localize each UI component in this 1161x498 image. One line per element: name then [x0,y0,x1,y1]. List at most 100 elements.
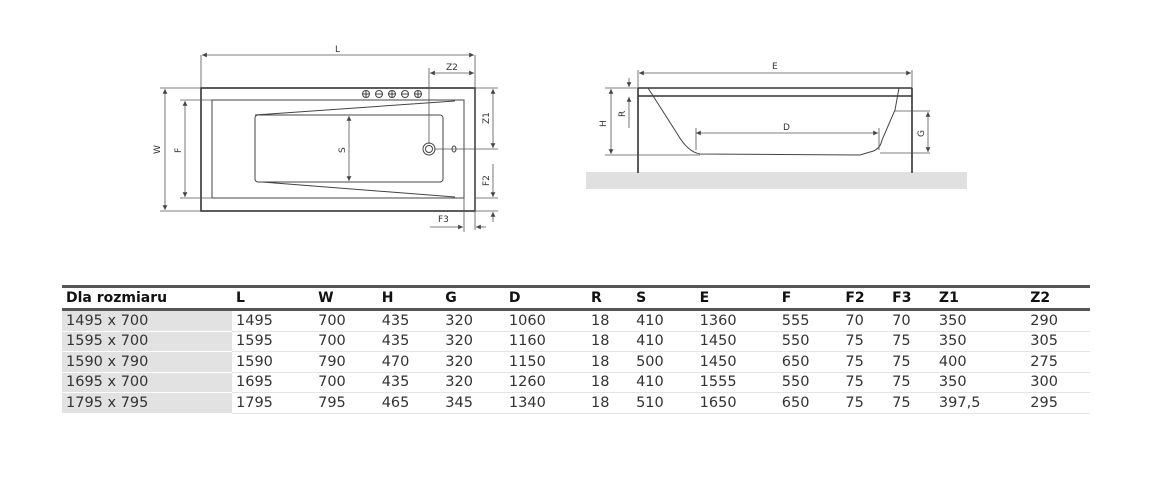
drain-icon [422,142,436,156]
value-cell: 320 [441,351,505,373]
value-cell: 75 [888,331,935,352]
value-cell: 1590 [232,351,315,373]
value-cell: 1795 [232,392,315,414]
value-cell: 410 [632,309,696,332]
value-cell: 500 [632,351,696,373]
column-header-r: R [587,286,633,311]
dim-label-Z2: Z2 [446,63,458,73]
value-cell: 1695 [232,372,315,393]
value-cell: 435 [377,309,442,332]
value-cell: 795 [314,392,378,414]
value-cell: 1150 [504,351,587,373]
value-cell: 350 [934,372,1027,393]
column-header-z2: Z2 [1026,286,1090,311]
dim-label-G: G [917,130,927,137]
value-cell: 1340 [504,392,587,414]
value-cell: 75 [888,392,935,414]
side-view-drawing: E H R D G [586,62,967,189]
dim-label-D: D [783,123,790,133]
size-cell: 1495 x 700 [62,309,232,332]
value-cell: 275 [1026,351,1090,373]
value-cell: 1450 [695,331,778,352]
dim-label-W: W [153,145,163,154]
value-cell: 435 [377,372,442,393]
value-cell: 18 [587,372,633,393]
column-header-w: W [314,286,378,311]
column-header-f: F [777,286,842,311]
value-cell: 435 [377,331,442,352]
value-cell: 320 [441,372,505,393]
column-header-dla-rozmiaru: Dla rozmiaru [62,286,232,311]
size-cell: 1595 x 700 [62,331,232,352]
value-cell: 75 [841,331,889,352]
value-cell: 350 [934,331,1027,352]
value-cell: 1650 [695,392,778,414]
value-cell: 345 [441,392,505,414]
size-cell: 1590 x 790 [62,351,232,373]
column-header-f2: F2 [841,286,889,311]
dim-label-H: H [599,120,609,127]
value-cell: 555 [777,309,842,332]
value-cell: 18 [587,309,633,332]
column-header-z1: Z1 [934,286,1027,311]
dim-label-R: R [618,111,628,117]
value-cell: 410 [632,372,696,393]
value-cell: 470 [377,351,442,373]
dim-label-Z1: Z1 [482,112,492,124]
value-cell: 650 [777,351,842,373]
size-cell: 1795 x 795 [62,392,232,414]
dim-label-E: E [772,62,778,72]
bathtub-drawings: L Z2 W F S Z1 F2 F3 E H R D G [153,45,967,232]
value-cell: 75 [841,372,889,393]
column-header-s: S [632,286,696,311]
value-cell: 1495 [232,309,315,332]
overflow-holes [362,90,422,98]
value-cell: 1360 [695,309,778,332]
value-cell: 1450 [695,351,778,373]
value-cell: 305 [1026,331,1090,352]
dim-label-F2: F2 [482,175,492,186]
value-cell: 75 [841,351,889,373]
value-cell: 1060 [504,309,587,332]
value-cell: 350 [934,309,1027,332]
value-cell: 295 [1026,392,1090,414]
value-cell: 700 [314,331,378,352]
value-cell: 18 [587,392,633,414]
value-cell: 1595 [232,331,315,352]
column-header-e: E [695,286,778,311]
value-cell: 1260 [504,372,587,393]
dim-label-L: L [335,45,340,55]
top-view-drawing: L Z2 W F S Z1 F2 F3 [153,45,498,232]
column-header-h: H [377,286,442,311]
value-cell: 70 [841,309,889,332]
size-cell: 1695 x 700 [62,372,232,393]
value-cell: 18 [587,351,633,373]
column-header-l: L [232,286,315,311]
value-cell: 75 [888,351,935,373]
value-cell: 650 [777,392,842,414]
dim-label-F: F [174,148,184,153]
column-header-g: G [441,286,505,311]
column-header-d: D [504,286,587,311]
value-cell: 550 [777,331,842,352]
value-cell: 300 [1026,372,1090,393]
dim-label-F3: F3 [438,215,449,225]
value-cell: 700 [314,309,378,332]
value-cell: 790 [314,351,378,373]
value-cell: 400 [934,351,1027,373]
value-cell: 510 [632,392,696,414]
value-cell: 397,5 [934,392,1027,414]
value-cell: 18 [587,331,633,352]
floor [586,172,967,189]
value-cell: 320 [441,309,505,332]
value-cell: 75 [841,392,889,414]
value-cell: 700 [314,372,378,393]
column-header-f3: F3 [888,286,935,311]
